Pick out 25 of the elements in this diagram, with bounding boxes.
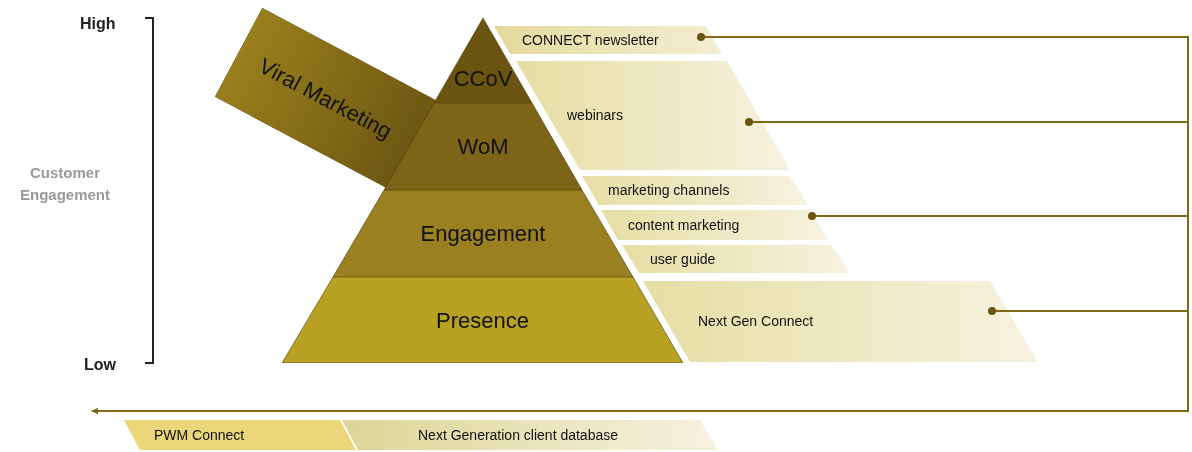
node-label: webinars	[567, 106, 624, 125]
node-label: WoM	[457, 133, 509, 161]
axis-label: Customer Engagement	[19, 163, 111, 205]
node-label: Next Generation client database	[418, 425, 618, 445]
slanted-banner	[622, 245, 850, 273]
slanted-banner	[124, 420, 356, 450]
node-label: Presence	[436, 306, 529, 335]
node-label: content marketing	[628, 215, 740, 235]
slanted-banner	[601, 210, 828, 240]
pyramid-tier	[282, 277, 683, 363]
node-label: Next Gen Connect	[698, 312, 814, 331]
node-label: Engagement	[420, 220, 546, 248]
node-label: CONNECT newsletter	[522, 30, 659, 50]
slanted-banner	[582, 176, 808, 205]
scale-label: Low	[84, 355, 116, 375]
slanted-banner	[643, 281, 1038, 362]
scale-label: High	[80, 14, 116, 34]
node-label: PWM Connect	[154, 425, 245, 445]
node-label: CCoV	[453, 65, 513, 93]
node-label: user guide	[650, 249, 716, 269]
slanted-banner	[516, 61, 790, 170]
slanted-banner	[494, 26, 722, 54]
connector-arrow	[91, 306, 1189, 414]
node-label: marketing channels	[608, 181, 730, 200]
slanted-banner	[342, 420, 718, 450]
